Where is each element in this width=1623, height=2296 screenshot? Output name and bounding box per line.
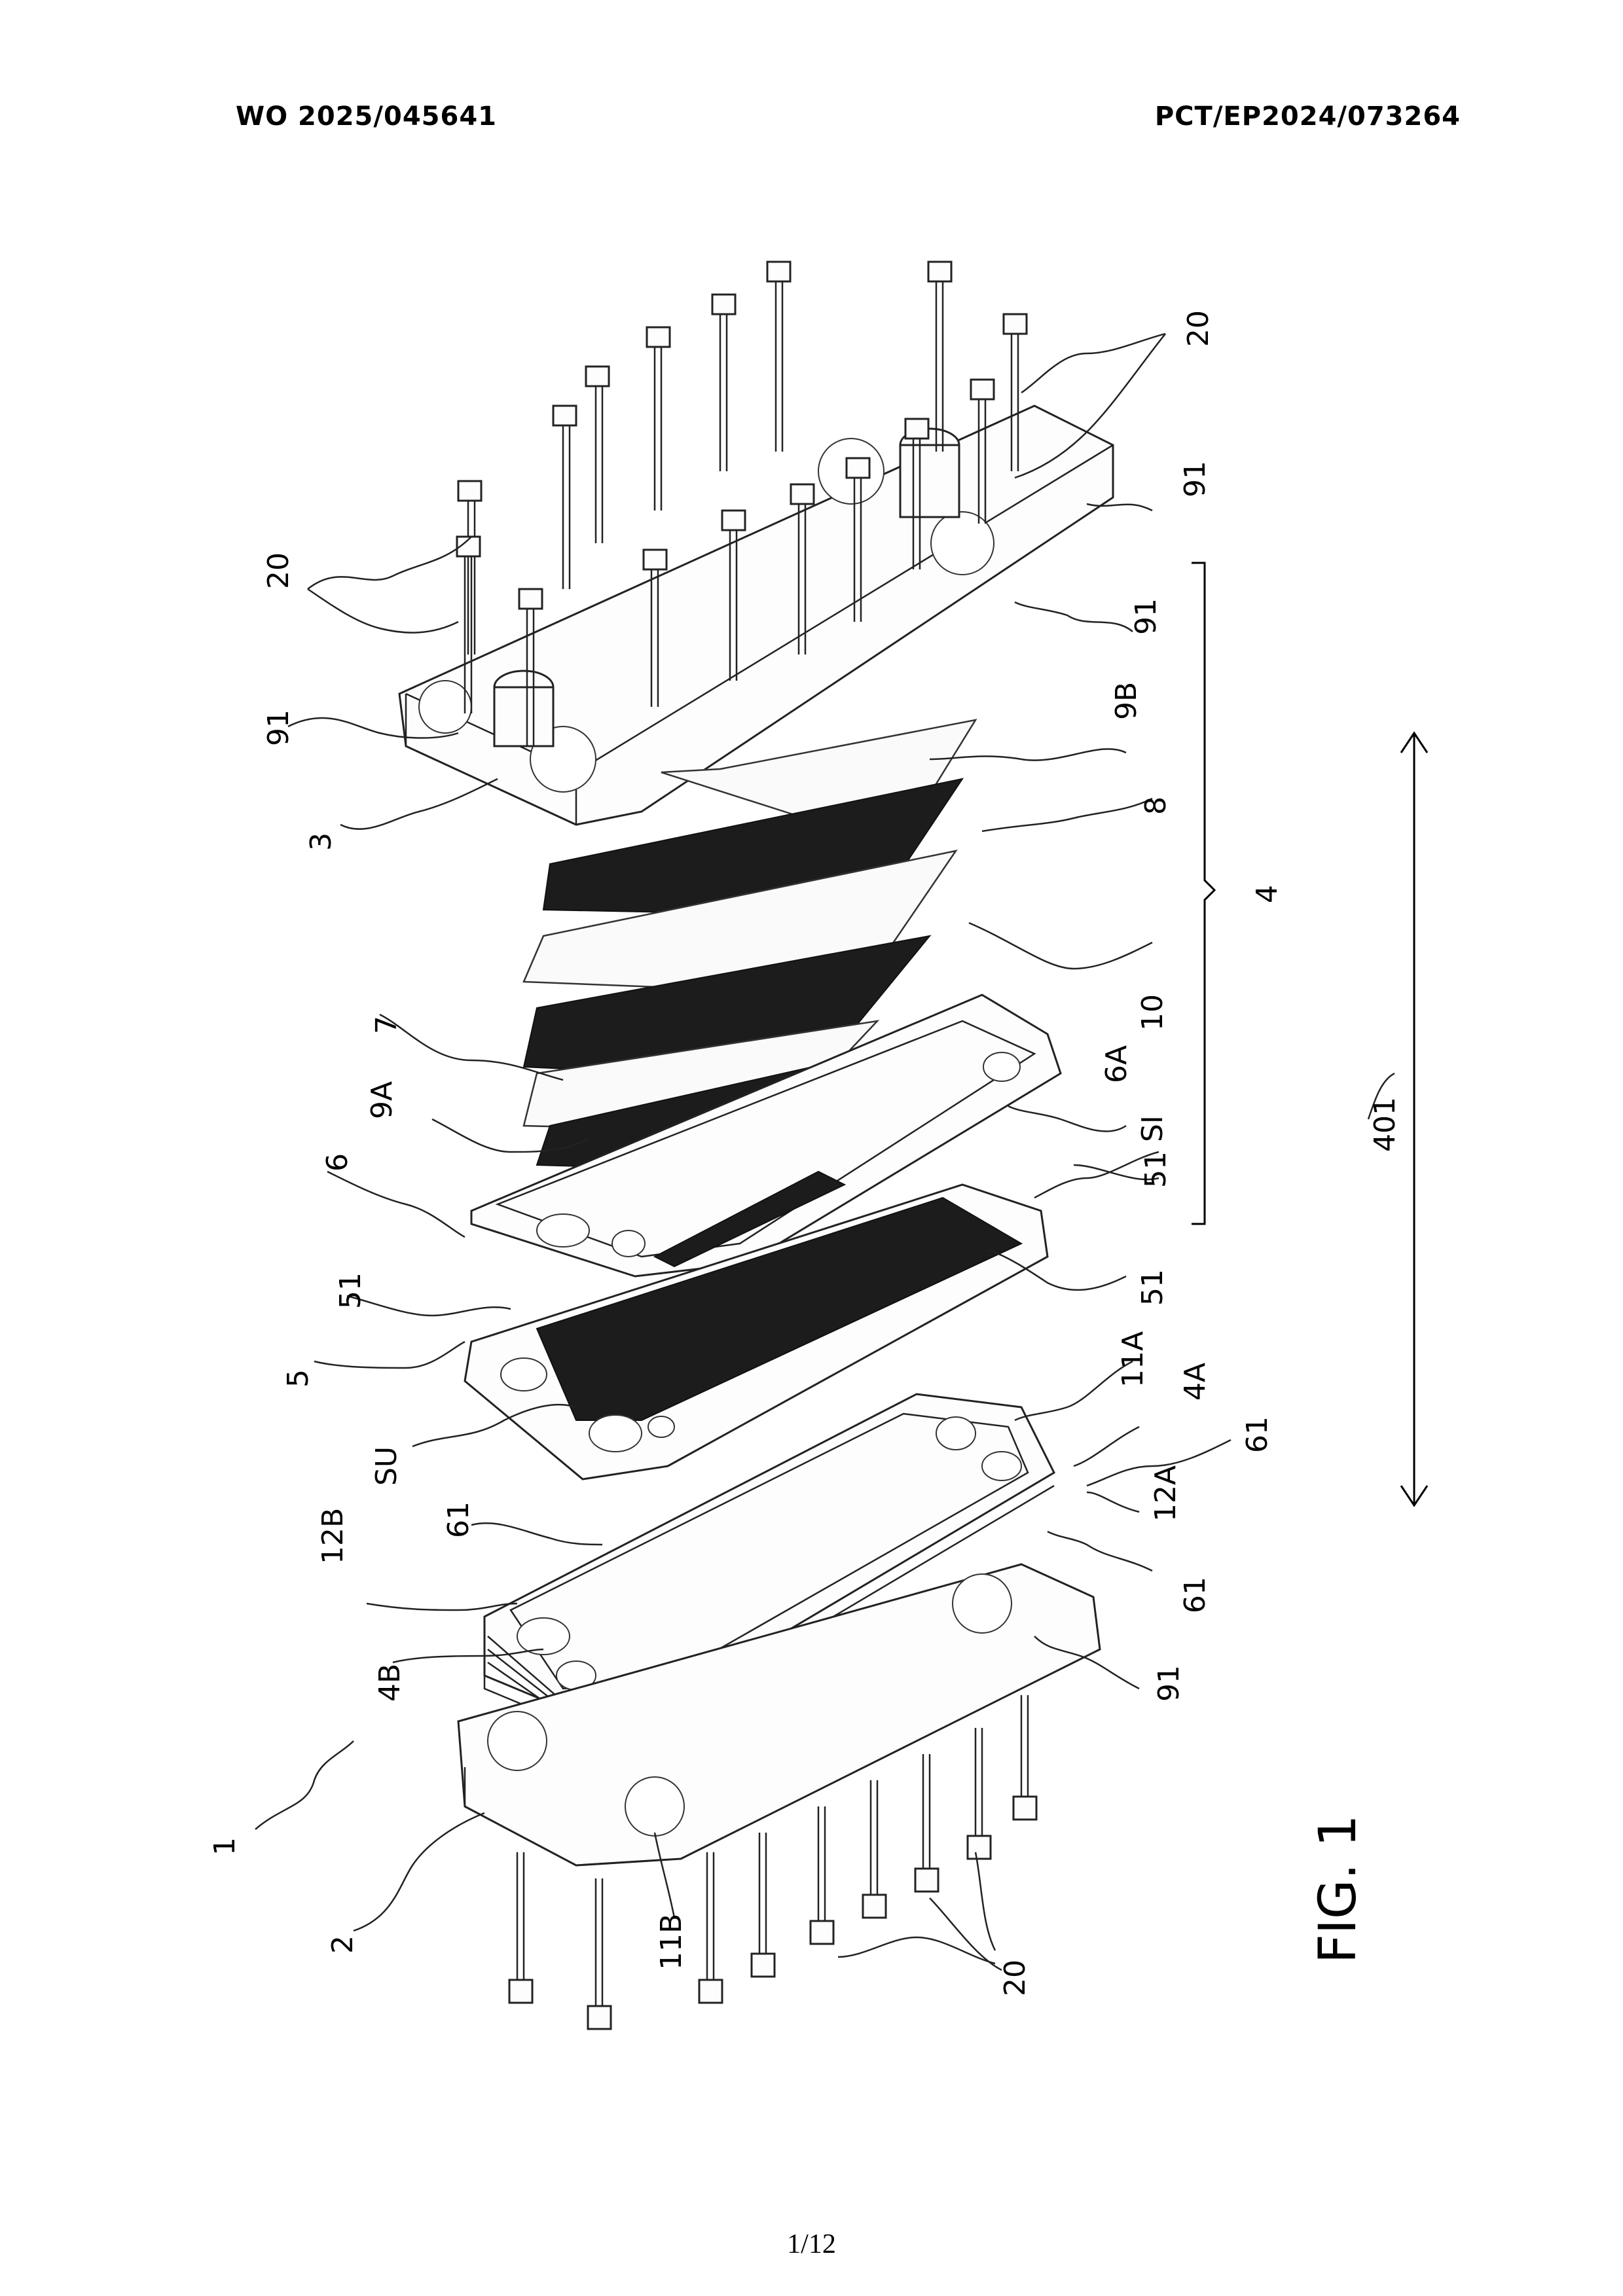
label-3: 3 xyxy=(304,833,338,851)
label-9B: 9B xyxy=(1110,682,1143,720)
label-10: 10 xyxy=(1136,994,1169,1031)
label-SI: SI xyxy=(1136,1115,1169,1142)
label-51-right: 51 xyxy=(1136,1269,1169,1306)
label-61-right-bottom: 61 xyxy=(1178,1577,1212,1613)
label-11A: 11A xyxy=(1116,1331,1150,1388)
label-12A: 12A xyxy=(1149,1465,1182,1522)
label-12B: 12B xyxy=(316,1508,350,1564)
label-61-left: 61 xyxy=(442,1501,475,1538)
label-401: 401 xyxy=(1368,1097,1402,1152)
label-4: 4 xyxy=(1250,885,1284,903)
label-61-right-top: 61 xyxy=(1241,1416,1274,1453)
label-91-upper-right: 91 xyxy=(1178,461,1212,497)
label-2: 2 xyxy=(326,1935,359,1954)
label-4B: 4B xyxy=(373,1664,407,1702)
label-5: 5 xyxy=(282,1369,315,1388)
stack-bracket xyxy=(1192,563,1214,1224)
label-8: 8 xyxy=(1139,797,1173,815)
label-20-top-right: 20 xyxy=(1182,310,1215,347)
label-4A: 4A xyxy=(1178,1363,1212,1401)
label-11B: 11B xyxy=(655,1914,688,1970)
label-51-left: 51 xyxy=(334,1272,367,1309)
label-6A: 6A xyxy=(1100,1045,1133,1083)
label-51-mid: 51 xyxy=(1139,1151,1173,1188)
label-9A: 9A xyxy=(365,1081,399,1119)
direction-arrow-401 xyxy=(1401,733,1427,1505)
figure-caption: FIG. 1 xyxy=(1309,1814,1368,1964)
label-7: 7 xyxy=(370,1016,403,1034)
page-number: 1/12 xyxy=(0,2229,1623,2260)
label-91-lower-right: 91 xyxy=(1152,1665,1186,1702)
label-91-mid-right: 91 xyxy=(1129,598,1163,635)
label-20-top-left: 20 xyxy=(262,552,295,589)
label-91-upper-left: 91 xyxy=(262,709,295,746)
label-6: 6 xyxy=(321,1153,354,1172)
label-SU: SU xyxy=(370,1446,403,1486)
label-20-bottom: 20 xyxy=(998,1960,1032,1996)
label-1: 1 xyxy=(208,1837,242,1856)
